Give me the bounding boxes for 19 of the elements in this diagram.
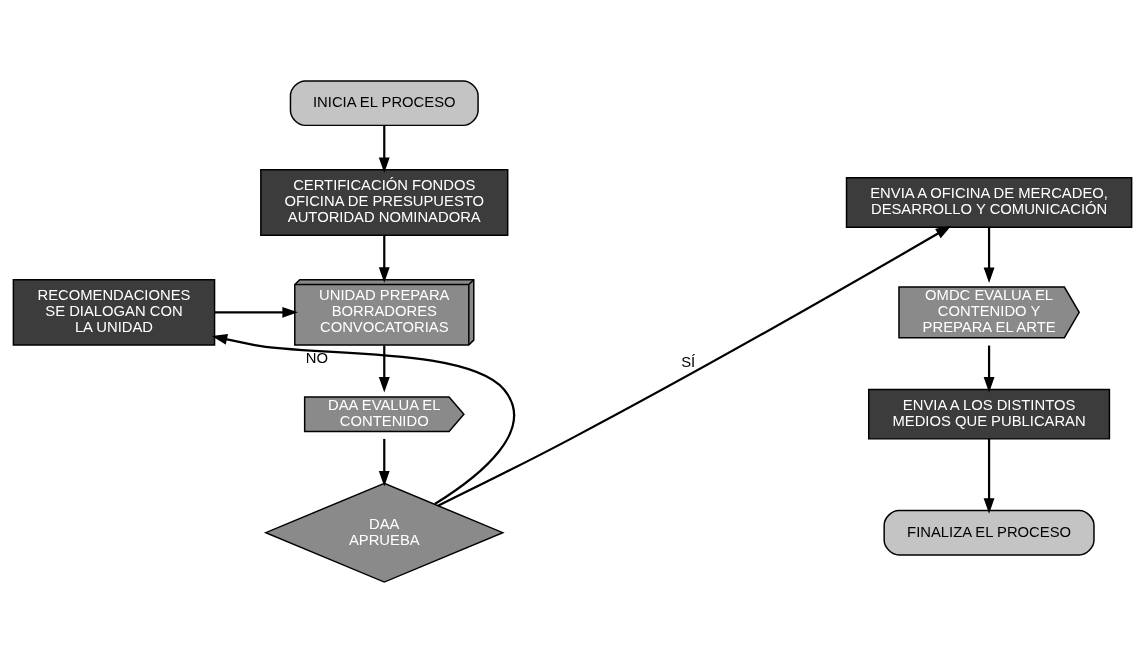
arrow (378, 438, 390, 486)
arrow (983, 438, 995, 514)
arrow (378, 234, 390, 283)
node-box: ENVIA A LOS DISTINTOS MEDIOS QUE PUBLICARAN (868, 388, 1111, 440)
arrow (437, 225, 952, 507)
arrow (378, 345, 390, 393)
edge-label: SÍ (681, 353, 696, 370)
node-box: RECOMENDACIONES SE DIALOGAN CON LA UNIDAD (12, 278, 216, 346)
node-box: CERTIFICACIÓN FONDOS OFICINA DE PRESUPUESTO AUTORIDAD NOMINADORA (260, 168, 509, 236)
node-box: ENVIA A OFICINA DE MERCADEO, DESARROLLO Y COMUNICACIÓN (845, 176, 1133, 228)
arrow (378, 124, 390, 173)
node-box: FINALIZA EL PROCESO (883, 509, 1095, 556)
arrow (983, 227, 995, 283)
arrow (983, 345, 995, 393)
arrow (214, 306, 298, 318)
node-box: INICIA EL PROCESO (289, 79, 479, 126)
edge-label: NO (305, 349, 328, 366)
arrow (211, 333, 515, 505)
node-diamond: DAA APRUEBA (263, 482, 505, 583)
